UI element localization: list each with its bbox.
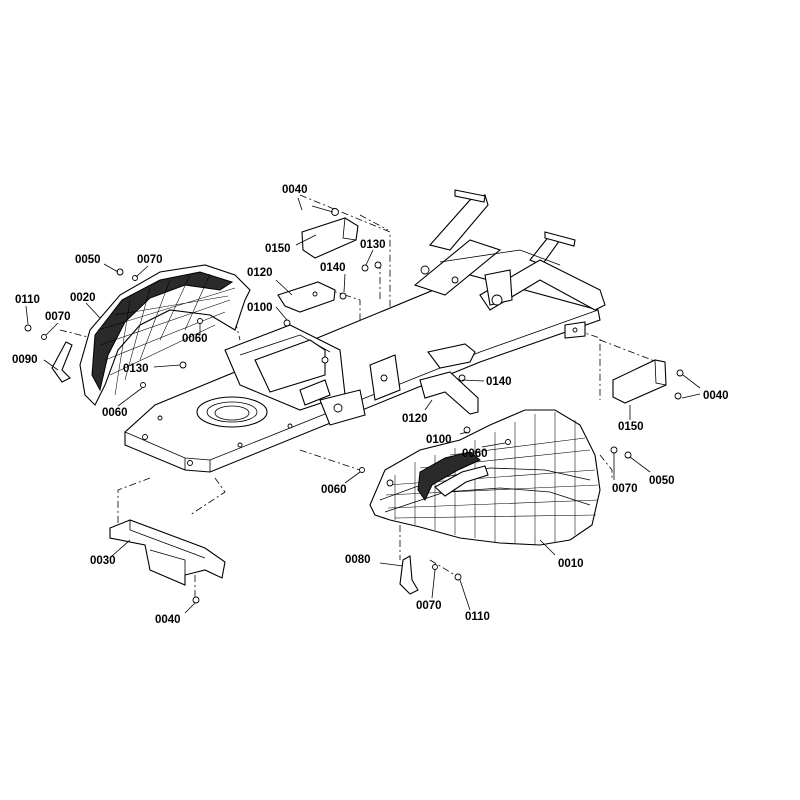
callout-0140-right: 0140: [486, 376, 512, 388]
callout-0150-top: 0150: [265, 243, 291, 255]
callout-0020: 0020: [70, 292, 96, 304]
callout-0080: 0080: [345, 554, 371, 566]
bracket-0120-right: [419, 343, 479, 415]
callout-0110-bottom: 0110: [465, 611, 490, 623]
callout-0030: 0030: [90, 555, 116, 567]
callout-0140-left: 0140: [320, 262, 346, 274]
callout-0010: 0010: [558, 558, 584, 570]
deck-cover-0010: [369, 409, 601, 546]
side-plate-0030: [109, 519, 226, 586]
center-brackets: [224, 324, 401, 426]
plate-0150-upper: [301, 217, 359, 259]
callout-0070-right: 0070: [612, 483, 638, 495]
bracket-0120-left: [277, 281, 336, 313]
callout-0070-left-lower: 0070: [45, 311, 71, 323]
callout-0130-top: 0130: [360, 239, 386, 251]
callout-0110-left: 0110: [15, 294, 40, 306]
callout-0100-left: 0100: [247, 302, 273, 314]
hardware: [24, 208, 684, 604]
callout-0120-left: 0120: [247, 267, 273, 279]
callout-labels: 0040 0150 0130 0050 0070 0120 0140 0110 …: [12, 184, 729, 626]
lift-linkage: [413, 189, 606, 339]
callout-0090: 0090: [12, 354, 38, 366]
deflector-0020: [79, 264, 251, 406]
callout-0060-upper: 0060: [182, 333, 208, 345]
callout-0040-right: 0040: [703, 390, 729, 402]
callout-0130-left: 0130: [123, 363, 149, 375]
callout-0040-top: 0040: [282, 184, 308, 196]
callout-0040-bottom: 0040: [155, 614, 181, 626]
callout-0070-left-upper: 0070: [137, 254, 163, 266]
bracket-0080: [399, 555, 419, 595]
leader-lines: [25, 197, 701, 614]
callout-0050-right: 0050: [649, 475, 675, 487]
callout-0060-left: 0060: [102, 407, 128, 419]
callout-0100-right: 0100: [426, 434, 452, 446]
callout-0050-left: 0050: [75, 254, 101, 266]
bracket-0090: [51, 341, 73, 383]
callout-0150-right: 0150: [618, 421, 644, 433]
callout-0070-bottom: 0070: [416, 600, 442, 612]
callout-0060-lower: 0060: [321, 484, 347, 496]
callout-0060-right: 0060: [462, 448, 488, 460]
callout-0120-right: 0120: [402, 413, 428, 425]
plate-0150-right: [612, 359, 667, 404]
